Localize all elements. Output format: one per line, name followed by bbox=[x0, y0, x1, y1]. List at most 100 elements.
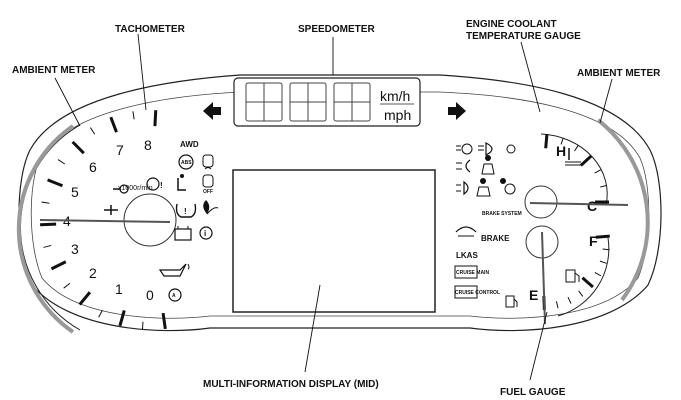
fuel-gauge-arc bbox=[557, 237, 610, 317]
ambient-right-leader bbox=[599, 78, 613, 124]
coolant-temperature-gauge: H C bbox=[524, 133, 629, 219]
auto-high-beam-icon bbox=[456, 143, 473, 155]
tachometer-tick bbox=[43, 244, 52, 248]
coolant-cold-label: C bbox=[587, 198, 597, 214]
vsa-off-indicator-icon: OFF bbox=[202, 174, 214, 195]
speedometer-callout: SPEEDOMETER bbox=[298, 24, 375, 35]
lights-on-icon bbox=[456, 159, 471, 173]
coolant-temperature-icon bbox=[565, 148, 581, 166]
fuel-gauge-needle bbox=[541, 231, 546, 325]
svg-text:!: ! bbox=[184, 207, 187, 216]
coolant-gauge-callout-line1: ENGINE COOLANT bbox=[466, 19, 557, 30]
tachometer-tick bbox=[89, 127, 96, 135]
fog-light-icon bbox=[456, 180, 469, 196]
tachometer-outer-arc bbox=[19, 124, 81, 331]
fuel-tick bbox=[595, 234, 610, 239]
speed-digit-2 bbox=[289, 82, 327, 122]
lane-departure-icon bbox=[455, 226, 477, 237]
svg-text:ABS: ABS bbox=[181, 160, 192, 166]
coolant-hot-label: H bbox=[556, 143, 566, 159]
coolant-tick bbox=[600, 184, 608, 188]
tach-number-8: 8 bbox=[144, 137, 152, 153]
right-indicator-group: BRAKE SYSTEM BRAKE LKAS CRUISE MAIN CRUI… bbox=[454, 142, 522, 308]
tach-number-5: 5 bbox=[71, 184, 79, 200]
tachometer-tick bbox=[63, 282, 71, 289]
fuel-tick bbox=[602, 248, 610, 251]
fuel-tick bbox=[581, 276, 594, 289]
ambient-meter-right-band bbox=[596, 118, 650, 302]
tach-number-3: 3 bbox=[71, 241, 79, 257]
coolant-tick bbox=[574, 144, 579, 152]
key-indicator-icon bbox=[113, 184, 129, 194]
ambient-left-leader bbox=[54, 77, 81, 127]
tire-pressure-icon: ! bbox=[175, 203, 197, 218]
tach-number-1: 1 bbox=[115, 281, 123, 297]
right-turn-arrow-icon bbox=[448, 102, 466, 120]
eco-indicator-icon bbox=[203, 200, 219, 215]
tachometer-tick bbox=[78, 291, 92, 306]
awd-indicator: AWD bbox=[180, 140, 199, 149]
cruise-main-indicator: CRUISE MAIN bbox=[456, 270, 489, 276]
tachometer-needle bbox=[39, 219, 171, 223]
tachometer-tick bbox=[40, 222, 57, 227]
tach-number-2: 2 bbox=[89, 265, 97, 281]
callout-leaders bbox=[54, 33, 613, 381]
left-indicator-group: AWD ABS ! OFF ! i A bbox=[104, 140, 219, 302]
coolant-leader bbox=[520, 41, 541, 113]
ambient-meter-right-callout: AMBIENT METER bbox=[577, 68, 661, 79]
cruise-main-box bbox=[454, 265, 478, 279]
svg-text:A: A bbox=[172, 293, 176, 299]
coolant-tick bbox=[594, 169, 602, 174]
cluster-outer-housing bbox=[18, 74, 662, 332]
tachometer-callout: TACHOMETER bbox=[115, 24, 186, 35]
low-fuel-icon bbox=[505, 295, 518, 308]
coolant-gauge-hub bbox=[524, 185, 558, 219]
svg-text:!: ! bbox=[160, 181, 163, 190]
fuel-tick bbox=[594, 271, 602, 277]
brake-system-indicator: BRAKE SYSTEM bbox=[482, 211, 522, 217]
tachometer-tick bbox=[118, 310, 126, 327]
tachometer-ticks bbox=[40, 110, 167, 330]
coolant-gauge-needle bbox=[529, 202, 629, 206]
coolant-tick bbox=[544, 134, 549, 149]
svg-text:i: i bbox=[204, 229, 206, 238]
tach-number-0: 0 bbox=[146, 287, 154, 303]
fuel-tick bbox=[578, 290, 584, 297]
coolant-tick bbox=[560, 137, 564, 145]
tachometer-tick bbox=[41, 201, 50, 204]
coolant-gauge-callout-line2: TEMPERATURE GAUGE bbox=[466, 31, 581, 42]
tachometer-tick bbox=[161, 312, 167, 330]
multi-information-display bbox=[232, 169, 436, 313]
vsa-indicator-icon bbox=[202, 154, 214, 170]
info-indicator-icon: i bbox=[199, 226, 213, 240]
tachometer-tick bbox=[47, 178, 64, 188]
tachometer-tick bbox=[153, 110, 158, 127]
mid-leader bbox=[304, 284, 321, 373]
cruise-control-indicator: CRUISE CONTROL bbox=[455, 290, 500, 296]
charging-system-icon bbox=[174, 226, 192, 241]
immobilizer-icon bbox=[104, 205, 118, 215]
security-alert-icon: ! bbox=[146, 177, 163, 191]
tach-number-6: 6 bbox=[89, 159, 97, 175]
tachometer-hub bbox=[123, 193, 177, 247]
fuel-gauge: F E bbox=[525, 225, 610, 325]
tachometer-tick bbox=[98, 309, 103, 318]
ambient-meter-left-callout: AMBIENT METER bbox=[12, 65, 96, 76]
brake-indicator: BRAKE bbox=[481, 234, 510, 243]
passenger-airbag-icon bbox=[476, 178, 491, 197]
fuel-empty-label: E bbox=[529, 287, 538, 303]
seat-belt-icon bbox=[481, 155, 495, 175]
fuel-pump-icon bbox=[565, 269, 580, 283]
speedometer-window bbox=[233, 77, 421, 127]
cruise-control-box bbox=[454, 285, 478, 299]
tach-number-7: 7 bbox=[116, 142, 124, 158]
tachometer-tick bbox=[50, 260, 67, 271]
coolant-gauge-ticks bbox=[544, 134, 609, 204]
speed-unit-mph: mph bbox=[384, 107, 411, 123]
tachometer-tick bbox=[57, 159, 66, 165]
cluster-inner-bezel bbox=[30, 91, 650, 319]
tpms-seat-icon bbox=[177, 174, 186, 191]
tachometer-leader bbox=[137, 33, 147, 111]
coolant-tick bbox=[579, 154, 593, 167]
